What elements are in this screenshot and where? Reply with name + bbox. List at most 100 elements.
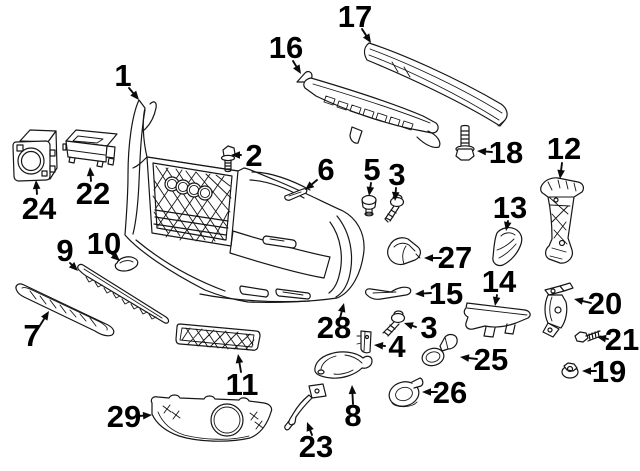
callout-2-number[interactable]: 2 (245, 138, 262, 173)
part-trim-strip-6[interactable] (284, 188, 308, 201)
callout-5-arrow (369, 182, 372, 189)
callout-20-arrowhead (574, 297, 584, 305)
callout-20-arrow (581, 300, 592, 304)
part-fog-trim-29[interactable] (150, 394, 273, 442)
callout-12-arrowhead (557, 169, 565, 179)
part-bolt-21[interactable] (574, 330, 602, 343)
callout-17-arrow (361, 28, 368, 37)
callout-21-arrowhead (597, 334, 607, 343)
callout-22-number[interactable]: 22 (76, 176, 110, 211)
callout-21-number[interactable]: 21 (605, 322, 639, 357)
callout-5-number[interactable]: 5 (363, 152, 380, 187)
callout-18-number[interactable]: 18 (489, 135, 523, 170)
callout-5-arrowhead (366, 186, 375, 196)
callout-10-arrow (110, 252, 115, 256)
part-bolt-2[interactable] (220, 145, 236, 173)
part-bracket-8[interactable] (314, 351, 373, 379)
callout-19-number[interactable]: 19 (592, 354, 626, 389)
callout-8-arrowhead (348, 385, 357, 395)
callout-3a-number[interactable]: 3 (388, 157, 405, 192)
callout-23-number[interactable]: 23 (299, 429, 333, 464)
part-parking-sensor-25[interactable] (420, 333, 458, 369)
part-bracket-23[interactable] (284, 383, 327, 431)
callout-24-number[interactable]: 24 (22, 191, 57, 226)
callout-15-arrowhead (415, 289, 425, 298)
callout-14-number[interactable]: 14 (482, 264, 517, 299)
callout-3b-arrow (411, 324, 417, 328)
callout-10-arrowhead (110, 252, 120, 261)
part-nut-19[interactable] (561, 362, 579, 379)
callout-2-arrowhead (231, 151, 240, 159)
part-cover-cap-10[interactable] (114, 256, 139, 272)
callout-23-arrow (309, 429, 313, 436)
part-bracket-20[interactable] (542, 282, 574, 338)
callout-15-number[interactable]: 15 (429, 276, 463, 311)
callout-27-number[interactable]: 27 (438, 240, 472, 275)
part-strip-15[interactable] (365, 286, 412, 300)
part-side-bracket-12[interactable] (540, 177, 584, 264)
callout-10-number[interactable]: 10 (87, 226, 121, 261)
callout-17-arrowhead (362, 33, 371, 43)
callout-16-number[interactable]: 16 (269, 30, 303, 65)
callout-16-arrowhead (293, 64, 301, 74)
part-guide-bracket-13[interactable] (492, 227, 523, 267)
callout-22-arrowhead (86, 167, 95, 177)
callout-1-arrow (128, 87, 135, 95)
callout-27-arrowhead (424, 254, 433, 262)
callout-13-arrowhead (504, 221, 512, 231)
callout-24-arrowhead (32, 180, 41, 190)
part-grommet-26[interactable] (386, 377, 424, 409)
callout-1-number[interactable]: 1 (114, 58, 131, 93)
callout-17-number[interactable]: 17 (338, 0, 372, 34)
callout-3b-arrowhead (404, 322, 414, 330)
callout-3b-number[interactable]: 3 (420, 310, 437, 345)
callout-1-arrowhead (130, 90, 139, 100)
part-bracket-14[interactable] (463, 302, 531, 338)
part-bumper-cover[interactable] (124, 99, 365, 303)
part-energy-absorber-16[interactable] (296, 70, 441, 149)
callout-9-number[interactable]: 9 (56, 233, 73, 268)
callout-11-number[interactable]: 11 (226, 367, 259, 402)
part-lower-grille-11[interactable] (175, 323, 261, 351)
callout-26-arrowhead (422, 388, 431, 396)
callout-7-arrowhead (41, 311, 49, 321)
part-molding-9[interactable] (77, 263, 170, 324)
callout-26-number[interactable]: 26 (433, 375, 467, 410)
callout-25-arrowhead (460, 354, 470, 362)
part-screw-3-lower[interactable] (382, 310, 406, 337)
callout-8-number[interactable]: 8 (344, 398, 361, 433)
part-screw-3-upper[interactable] (384, 194, 405, 223)
callout-4-arrowhead (374, 342, 384, 350)
callout-9-arrowhead (68, 261, 78, 271)
part-impact-bar-17[interactable] (363, 42, 508, 127)
callout-11-arrow (238, 361, 242, 373)
callout-3a-arrowhead (391, 191, 400, 201)
callout-29-number[interactable]: 29 (107, 399, 141, 434)
callout-14-arrowhead (492, 296, 501, 306)
callout-4-number[interactable]: 4 (388, 329, 406, 364)
callout-7-arrow (38, 317, 46, 328)
part-camera-module-24[interactable] (12, 129, 58, 182)
part-bolt-18[interactable] (455, 124, 475, 161)
callout-12-number[interactable]: 12 (547, 131, 581, 166)
callout-25-number[interactable]: 25 (474, 342, 508, 377)
callout-23-arrowhead (306, 422, 314, 432)
part-control-module-22[interactable] (62, 129, 118, 168)
part-clip-4[interactable] (356, 330, 372, 354)
callout-7-number[interactable]: 7 (23, 318, 40, 353)
callout-11-arrowhead (235, 354, 244, 364)
callout-25-arrow (467, 357, 478, 360)
callout-28-arrow (339, 310, 343, 319)
part-bracket-27[interactable] (387, 237, 421, 266)
callout-20-number[interactable]: 20 (588, 286, 622, 321)
part-chrome-strip-7[interactable] (15, 283, 115, 337)
callout-28-number[interactable]: 28 (317, 310, 351, 345)
callout-8-arrow (351, 393, 354, 405)
callout-12-arrow (560, 162, 563, 172)
part-clip-5[interactable] (361, 194, 377, 217)
callout-13-number[interactable]: 13 (493, 190, 527, 225)
callout-18-arrowhead (477, 147, 487, 156)
callout-6-number[interactable]: 6 (317, 152, 334, 187)
callout-16-arrow (292, 60, 298, 68)
